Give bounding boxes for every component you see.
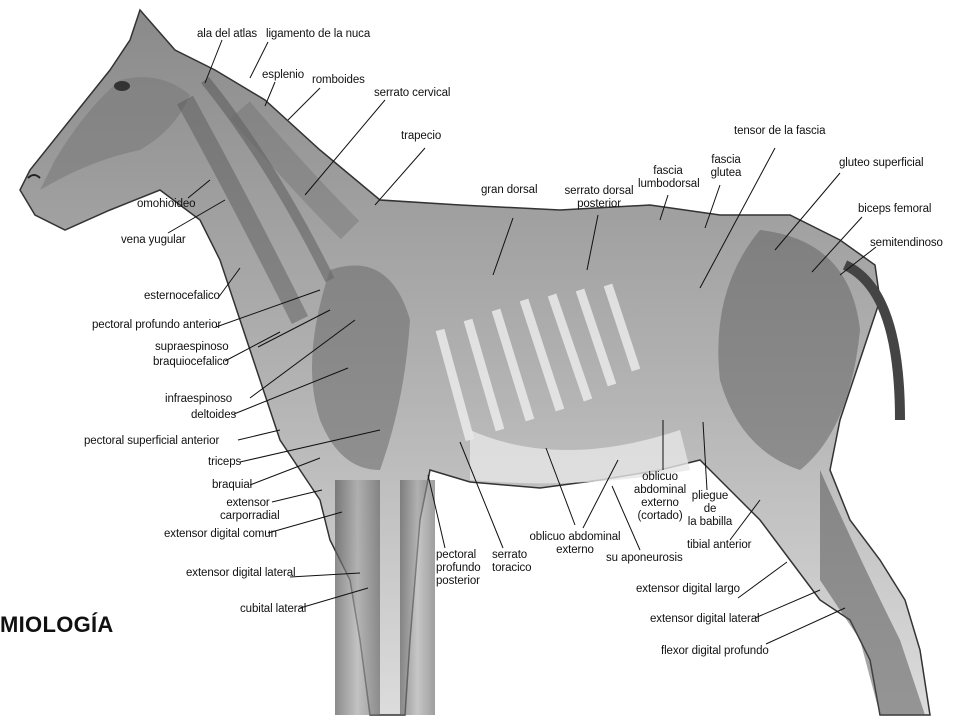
head-shading bbox=[40, 77, 190, 190]
label-extensor-digital-lateral-front: extensor digital lateral bbox=[186, 567, 296, 579]
label-gran-dorsal: gran dorsal bbox=[481, 184, 538, 196]
tail bbox=[842, 260, 905, 421]
label-braquial: braquial bbox=[212, 479, 253, 491]
label-triceps: triceps bbox=[208, 456, 242, 468]
foreleg bbox=[335, 480, 380, 715]
label-serrato-cervical: serrato cervical bbox=[374, 87, 451, 99]
label-fascia-lumbodorsal: fascia lumbodorsal bbox=[638, 165, 700, 190]
neck-muscle-band bbox=[230, 101, 360, 240]
label-extensor-digital-comun: extensor digital comun bbox=[164, 528, 277, 540]
abdomen-shading bbox=[470, 430, 690, 484]
label-pectoral-profundo-anterior: pectoral profundo anterior bbox=[92, 319, 222, 331]
page-title: MIOLOGÍA bbox=[0, 612, 114, 637]
label-omohioideo: omohioideo bbox=[137, 198, 196, 210]
label-oblicuo-abdominal-externo: oblicuo abdominal externo bbox=[529, 531, 621, 556]
label-esternocefalico: esternocefalico bbox=[144, 290, 220, 302]
label-extensor-digital-largo: extensor digital largo bbox=[636, 583, 740, 595]
label-cubital-lateral: cubital lateral bbox=[240, 603, 307, 615]
neck-muscle-band bbox=[201, 76, 335, 283]
label-tensor-fascia: tensor de la fascia bbox=[734, 125, 826, 137]
nostril bbox=[27, 174, 41, 179]
label-serrato-dorsal-posterior: serrato dorsal posterior bbox=[564, 185, 634, 210]
label-oblicuo-externo-cortado: oblicuo abdominal externo (cortado) bbox=[633, 471, 687, 522]
label-su-aponeurosis: su aponeurosis bbox=[606, 552, 683, 564]
ribs bbox=[435, 283, 641, 442]
foreleg bbox=[400, 480, 435, 715]
label-tibial-anterior: tibial anterior bbox=[687, 539, 752, 551]
label-deltoides: deltoides bbox=[191, 409, 237, 421]
label-flexor-digital-profundo: flexor digital profundo bbox=[661, 645, 769, 657]
label-gluteo-superficial: gluteo superficial bbox=[839, 157, 924, 169]
hindleg bbox=[820, 470, 925, 715]
eye bbox=[114, 81, 130, 91]
label-supraespinoso: supraespinoso bbox=[155, 341, 229, 353]
neck-muscle-band bbox=[177, 95, 309, 325]
label-romboides: romboides bbox=[312, 74, 365, 86]
label-braquiocefalico: braquiocefalico bbox=[153, 356, 229, 368]
label-pliegue-babilla: pliegue de la babilla bbox=[687, 490, 733, 528]
label-ala-del-atlas: ala del atlas bbox=[197, 28, 258, 40]
label-esplenio: esplenio bbox=[262, 69, 305, 81]
label-extensor-digital-lateral-hind: extensor digital lateral bbox=[650, 613, 760, 625]
label-extensor-carporradial: extensor carporradial bbox=[220, 497, 280, 522]
label-infraespinoso: infraespinoso bbox=[165, 393, 233, 405]
label-biceps-femoral: biceps femoral bbox=[858, 203, 932, 215]
label-pectoral-profundo-posterior: pectoral profundo posterior bbox=[436, 549, 481, 587]
label-serrato-toracico: serrato toracico bbox=[492, 549, 532, 574]
label-vena-yugular: vena yugular bbox=[121, 234, 186, 246]
label-trapecio: trapecio bbox=[401, 130, 442, 142]
label-pectoral-superficial-anterior: pectoral superficial anterior bbox=[84, 435, 220, 447]
leader-lines bbox=[167, 39, 877, 645]
label-ligamento-nuca: ligamento de la nuca bbox=[266, 28, 371, 40]
label-semitendinoso: semitendinoso bbox=[870, 237, 943, 249]
hindquarter-mass bbox=[718, 230, 860, 470]
shoulder-mass bbox=[312, 265, 410, 470]
label-fascia-glutea: fascia glutea bbox=[710, 154, 742, 179]
